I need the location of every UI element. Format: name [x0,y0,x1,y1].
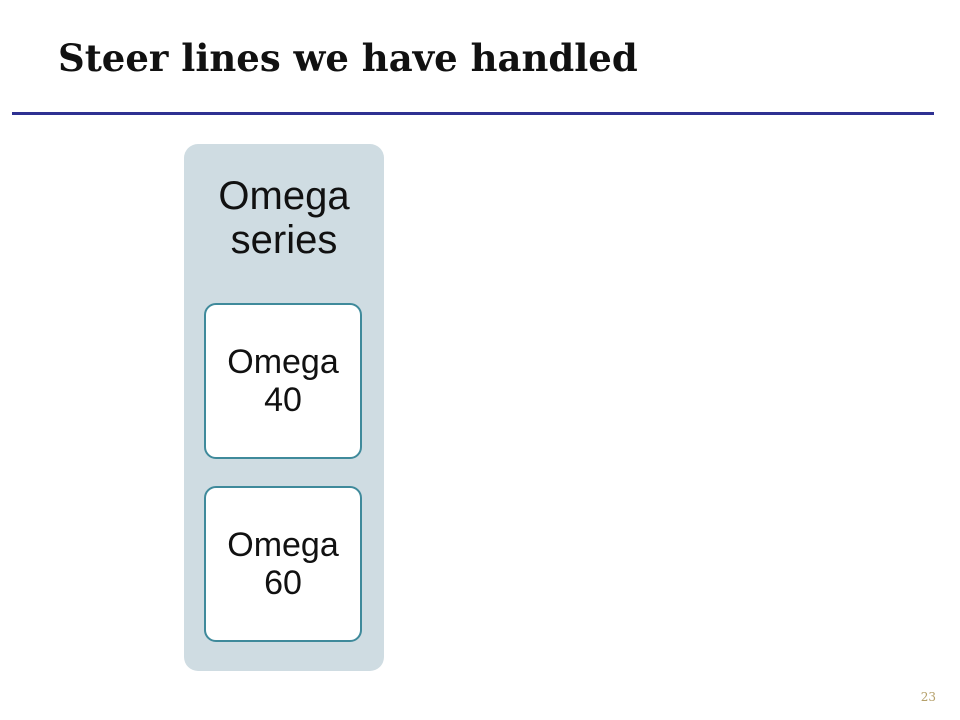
omega-60-box: Omega 60 [204,486,362,642]
omega-series-group: Omega series Omega 40 Omega 60 [184,144,384,671]
child-label: Omega 40 [227,343,339,419]
omega-40-box: Omega 40 [204,303,362,459]
slide-title: Steer lines we have handled [58,36,638,80]
page-number: 23 [920,690,936,704]
group-label: Omega series [218,174,350,262]
title-divider [12,112,934,115]
child-label: Omega 60 [227,526,339,602]
